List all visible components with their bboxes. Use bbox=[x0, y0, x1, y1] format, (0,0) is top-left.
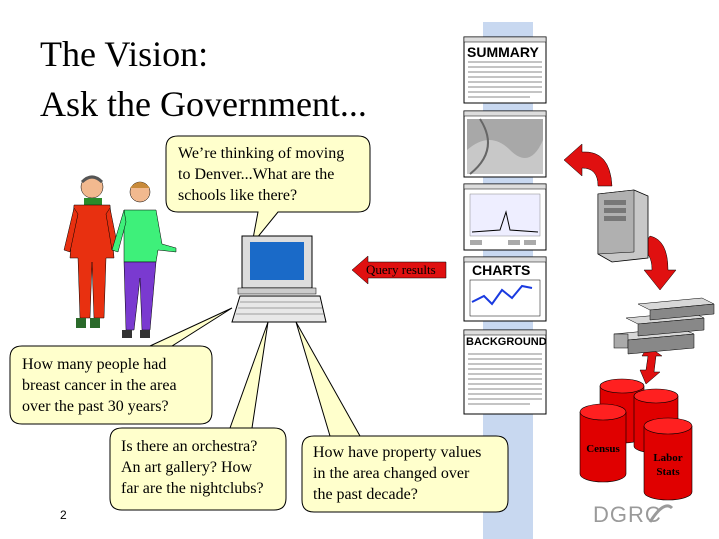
title-line-2: Ask the Government... bbox=[40, 84, 367, 124]
database-labor bbox=[643, 417, 693, 501]
updown-arrow bbox=[639, 345, 663, 385]
dgrc-logo: DGRC bbox=[593, 502, 662, 527]
bubble-right-text: How have property values in the area cha… bbox=[313, 444, 482, 503]
bubble-top-text: We’re thinking of moving to Denver...Wha… bbox=[178, 145, 345, 204]
document-map bbox=[463, 110, 547, 178]
summary-caption: SUMMARY bbox=[467, 44, 539, 60]
computer bbox=[231, 235, 327, 323]
speech-bubble-right bbox=[295, 321, 509, 513]
background-caption: BACKGROUND bbox=[466, 336, 547, 348]
page-number: 2 bbox=[60, 508, 67, 522]
document-background bbox=[463, 329, 547, 415]
title-line-1: The Vision: bbox=[40, 34, 209, 74]
query-results-label: Query results bbox=[366, 262, 436, 277]
person-red bbox=[63, 175, 119, 328]
labor-label-line1: Labor bbox=[653, 452, 683, 464]
query-arrow bbox=[351, 255, 447, 285]
document-graph bbox=[463, 183, 547, 251]
logo-swoosh bbox=[648, 504, 674, 523]
bubble-middle-text: Is there an orchestra? An art gallery? H… bbox=[121, 438, 264, 497]
database-census bbox=[579, 403, 627, 483]
curved-arrow-upper bbox=[563, 143, 613, 187]
bubble-left-text: How many people had breast cancer in the… bbox=[22, 356, 177, 415]
speech-bubble-middle bbox=[109, 321, 287, 511]
server-tower bbox=[597, 189, 649, 263]
labor-label-line2: Stats bbox=[656, 466, 680, 478]
charts-caption: CHARTS bbox=[472, 262, 531, 278]
person-green bbox=[111, 181, 177, 338]
census-label: Census bbox=[586, 443, 620, 455]
speech-bubble-left bbox=[9, 307, 233, 425]
document-charts bbox=[463, 256, 547, 322]
speech-bubble-top bbox=[165, 135, 371, 245]
rack-servers bbox=[613, 297, 715, 355]
document-summary bbox=[463, 36, 547, 104]
